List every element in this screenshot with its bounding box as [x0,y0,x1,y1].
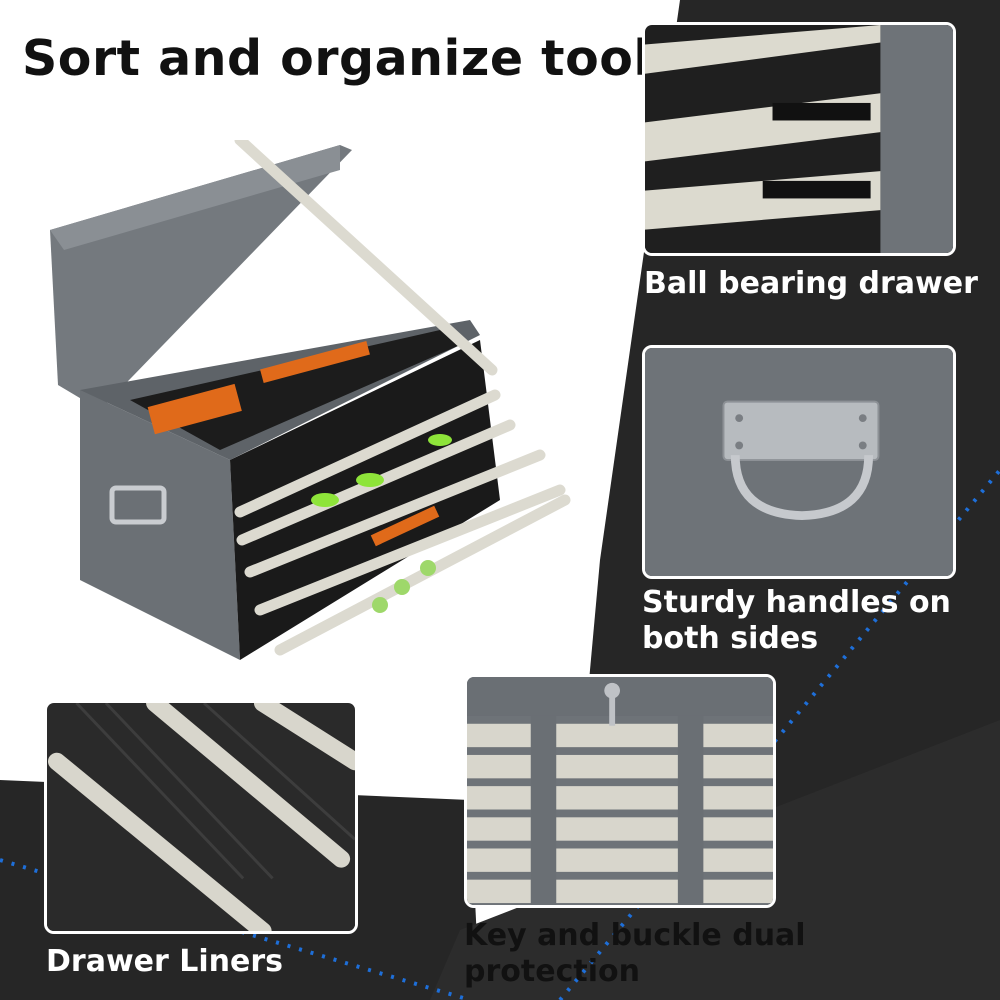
feature-caption-ball-bearing: Ball bearing drawer [644,266,978,301]
feature-panel-drawer-liners [44,700,358,934]
ball-bearing-drawer-image [645,25,953,253]
drawer-liners-image [47,703,355,931]
feature-caption-drawer-liners: Drawer Liners [46,944,283,979]
feature-caption-handles-line2: both sides [642,621,819,656]
side-handle-image [645,348,953,576]
feature-panel-ball-bearing [642,22,956,256]
feature-caption-key-lock-line2: protection [464,954,640,989]
feature-caption-key-lock-line1: Key and buckle dual [464,918,806,953]
feature-caption-handles: Sturdy handles on both sides [642,585,951,657]
feature-caption-key-lock: Key and buckle dual protection [464,918,806,990]
tool-chest-image [50,140,571,660]
key-lock-image [467,677,773,905]
feature-panel-handles [642,345,956,579]
page-title: Sort and organize tools [22,30,681,87]
dotted-line-left [0,858,471,1000]
feature-caption-handles-line1: Sturdy handles on [642,585,951,620]
feature-panel-key-lock [464,674,776,908]
